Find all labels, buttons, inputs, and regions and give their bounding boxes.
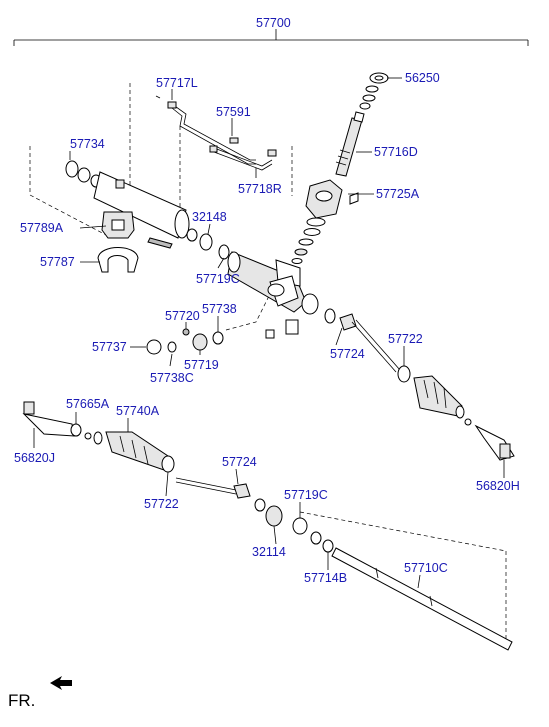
label-57720: 57720: [165, 309, 200, 323]
label-57665A: 57665A: [66, 397, 110, 411]
label-57710C: 57710C: [404, 561, 448, 575]
label-57738: 57738: [202, 302, 237, 316]
label-57722-left: 57722: [144, 497, 179, 511]
label-56250: 56250: [405, 71, 440, 85]
label-57725A: 57725A: [376, 187, 420, 201]
label-56820H: 56820H: [476, 479, 520, 493]
mounting-bushings: [97, 211, 139, 273]
label-57734: 57734: [70, 137, 105, 151]
label-57738C: 57738C: [150, 371, 194, 385]
cylinder-tube: [65, 160, 190, 249]
front-direction-indicator: FR.: [8, 676, 72, 710]
label-57719C-upper: 57719C: [196, 272, 240, 286]
rack-housing: [186, 228, 319, 339]
label-57718R: 57718R: [238, 182, 282, 196]
front-arrow-icon: [50, 676, 72, 690]
label-57724-upper: 57724: [330, 347, 365, 361]
label-57591: 57591: [216, 105, 251, 119]
label-57714B: 57714B: [304, 571, 347, 585]
label-57722-right: 57722: [388, 332, 423, 346]
yoke-parts: [146, 328, 224, 355]
label-56820J: 56820J: [14, 451, 55, 465]
label-57719C-lower: 57719C: [284, 488, 328, 502]
label-57716D: 57716D: [374, 145, 418, 159]
rack-bar-and-seals: [254, 498, 513, 651]
label-57789A: 57789A: [20, 221, 64, 235]
front-label: FR.: [8, 691, 35, 710]
label-57700: 57700: [256, 16, 291, 30]
leader-lines: [33, 77, 505, 589]
pinion-assembly: [291, 72, 389, 264]
label-32114: 32114: [252, 545, 286, 559]
label-32148: 32148: [192, 210, 227, 224]
label-57787: 57787: [40, 255, 75, 269]
label-57719: 57719: [184, 358, 219, 372]
assembly-bracket: [13, 29, 529, 46]
label-57724-lower: 57724: [222, 455, 257, 469]
part-labels: 57700 56250 57717L 57591 57716D 57734 57…: [14, 16, 520, 585]
label-57717L: 57717L: [156, 76, 198, 90]
label-57737: 57737: [92, 340, 127, 354]
label-57740A: 57740A: [116, 404, 160, 418]
